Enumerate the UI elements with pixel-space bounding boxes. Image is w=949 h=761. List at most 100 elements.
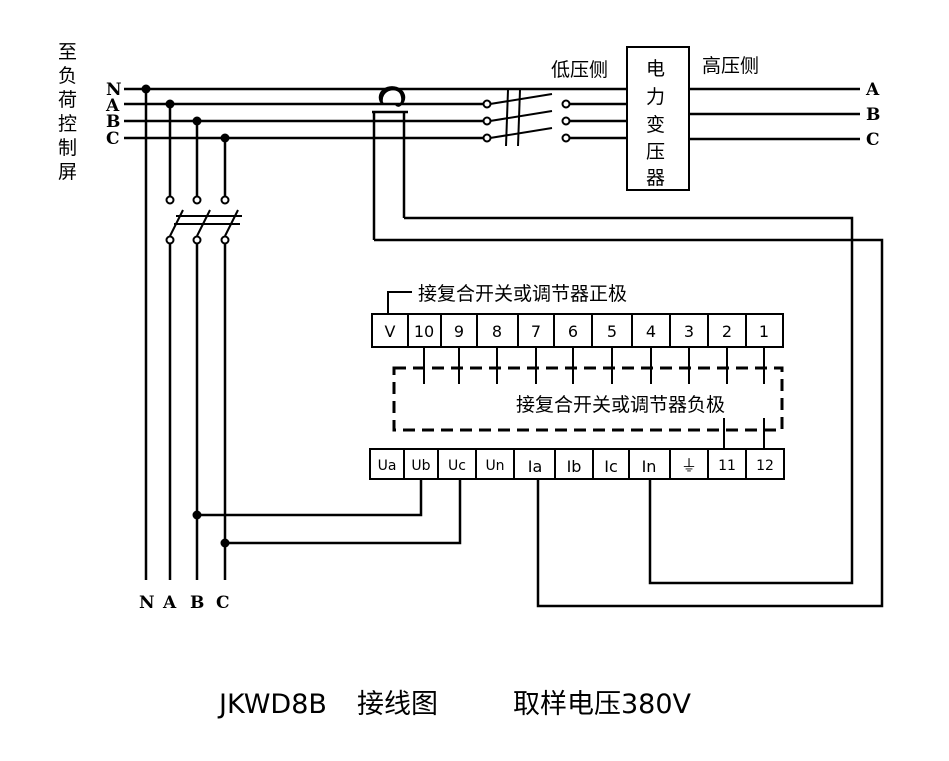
transformer-char: 变 bbox=[646, 114, 665, 136]
transformer-char: 电 bbox=[646, 58, 665, 80]
breaker-contact bbox=[561, 116, 571, 126]
terminal-in[interactable] bbox=[628, 448, 671, 480]
v-connector bbox=[387, 291, 412, 320]
terminal-stubs bbox=[423, 347, 765, 452]
bus-label-c: C bbox=[106, 129, 120, 149]
ct-ring bbox=[380, 87, 404, 107]
breaker-contact bbox=[482, 133, 492, 143]
bottom-label-c: C bbox=[216, 593, 230, 613]
terminal-label: 5 bbox=[607, 322, 617, 341]
terminal-label: Uc bbox=[448, 458, 466, 474]
top-terminal-strip: V 10 9 8 7 6 5 4 3 2 1 bbox=[371, 313, 784, 348]
breaker-contact bbox=[561, 99, 571, 109]
transformer-char: 器 bbox=[646, 167, 665, 189]
ct-wire-in bbox=[404, 216, 854, 585]
uc-wire bbox=[225, 479, 462, 545]
terminal-label: 2 bbox=[722, 322, 732, 341]
terminal-ic[interactable] bbox=[592, 448, 630, 480]
left-caption-char: 控 bbox=[58, 113, 77, 135]
terminal-label: Ib bbox=[567, 457, 582, 476]
hv-label-a: A bbox=[865, 80, 880, 100]
bus-labels-bottom: N A B C bbox=[139, 593, 230, 613]
transformer-label: 电 力 变 压 器 bbox=[646, 58, 665, 189]
left-caption-char: 负 bbox=[58, 65, 77, 87]
bottom-label-b: B bbox=[190, 593, 204, 613]
breaker-blade bbox=[489, 93, 553, 105]
ct-wiring bbox=[374, 216, 884, 608]
terminal-label: 12 bbox=[756, 458, 774, 474]
breaker-blade bbox=[489, 127, 553, 139]
terminal-label: 11 bbox=[718, 458, 736, 474]
bus-label-n: N bbox=[106, 80, 122, 100]
hv-label-c: C bbox=[866, 130, 880, 150]
voltage-wiring bbox=[192, 479, 462, 548]
title-diagram: 接线图 bbox=[357, 689, 438, 720]
terminal-2[interactable] bbox=[707, 313, 747, 348]
left-caption-char: 荷 bbox=[58, 89, 77, 111]
ground-icon: ⏚ bbox=[681, 456, 697, 475]
transformer-char: 力 bbox=[646, 86, 665, 108]
breaker-linkage bbox=[517, 89, 521, 147]
bus-labels-left: N A B C bbox=[105, 80, 122, 149]
terminal-label: In bbox=[642, 457, 657, 476]
terminal-label: 3 bbox=[684, 322, 694, 341]
left-caption: 至 负 荷 控 制 屏 bbox=[58, 41, 77, 183]
controller-dashed-box bbox=[392, 366, 784, 432]
left-caption-char: 制 bbox=[58, 137, 77, 159]
terminal-5[interactable] bbox=[591, 313, 633, 348]
bottom-terminal-strip: Ua Ub Uc Un Ia Ib Ic In ⏚ 11 12 bbox=[369, 448, 785, 480]
left-caption-char: 屏 bbox=[58, 161, 77, 183]
main-breaker-symbol bbox=[482, 89, 571, 147]
title-model: JKWD8B bbox=[217, 689, 327, 720]
transformer-char: 压 bbox=[646, 141, 665, 163]
bottom-label-a: A bbox=[162, 593, 177, 613]
bus-lines bbox=[124, 87, 626, 140]
terminal-label: 7 bbox=[531, 322, 541, 341]
negative-label: 接复合开关或调节器负极 bbox=[516, 394, 725, 416]
high-side-label: 高压侧 bbox=[702, 55, 759, 77]
terminal-label: 4 bbox=[646, 322, 656, 341]
terminal-label: 1 bbox=[759, 322, 769, 341]
terminal-label: 9 bbox=[454, 322, 464, 341]
positive-label: 接复合开关或调节器正极 bbox=[418, 283, 627, 305]
breaker-linkage bbox=[505, 89, 509, 147]
ub-wire bbox=[197, 479, 423, 517]
breaker-contact bbox=[192, 195, 202, 205]
junction-dot bbox=[192, 510, 202, 520]
terminal-un[interactable] bbox=[475, 448, 515, 480]
junction-dot bbox=[220, 538, 230, 548]
terminal-label: Ub bbox=[411, 458, 430, 474]
low-side-label: 低压侧 bbox=[551, 59, 608, 81]
breaker-contact bbox=[220, 195, 230, 205]
terminal-ub[interactable] bbox=[403, 448, 439, 480]
terminal-12[interactable] bbox=[745, 448, 785, 480]
terminal-label: Ua bbox=[378, 458, 397, 474]
vertical-drops bbox=[141, 84, 242, 580]
terminal-label: 8 bbox=[492, 322, 502, 341]
breaker-contact bbox=[482, 99, 492, 109]
breaker-contact bbox=[561, 133, 571, 143]
terminal-label: 6 bbox=[568, 322, 578, 341]
terminal-label: Ia bbox=[528, 457, 543, 476]
terminal-ua[interactable] bbox=[369, 448, 405, 480]
ct-loop bbox=[378, 86, 406, 105]
breaker-contact bbox=[165, 195, 175, 205]
bottom-label-n: N bbox=[139, 593, 155, 613]
breaker-contact bbox=[482, 116, 492, 126]
ct-wire-ia bbox=[374, 238, 884, 608]
terminal-label: Ic bbox=[604, 457, 618, 476]
left-caption-char: 至 bbox=[58, 41, 77, 63]
breaker-contact bbox=[220, 235, 230, 245]
hv-label-b: B bbox=[866, 105, 880, 125]
terminal-ground[interactable] bbox=[669, 448, 709, 480]
title-voltage: 取样电压380V bbox=[513, 689, 692, 720]
terminal-label: Un bbox=[485, 458, 504, 474]
bus-label-b: B bbox=[106, 112, 120, 132]
terminal-ia[interactable] bbox=[513, 448, 556, 480]
current-transformer-icon bbox=[372, 86, 408, 240]
breaker-contact bbox=[165, 235, 175, 245]
power-transformer-box bbox=[626, 46, 690, 191]
terminal-4[interactable] bbox=[631, 313, 671, 348]
breaker-contact bbox=[192, 235, 202, 245]
